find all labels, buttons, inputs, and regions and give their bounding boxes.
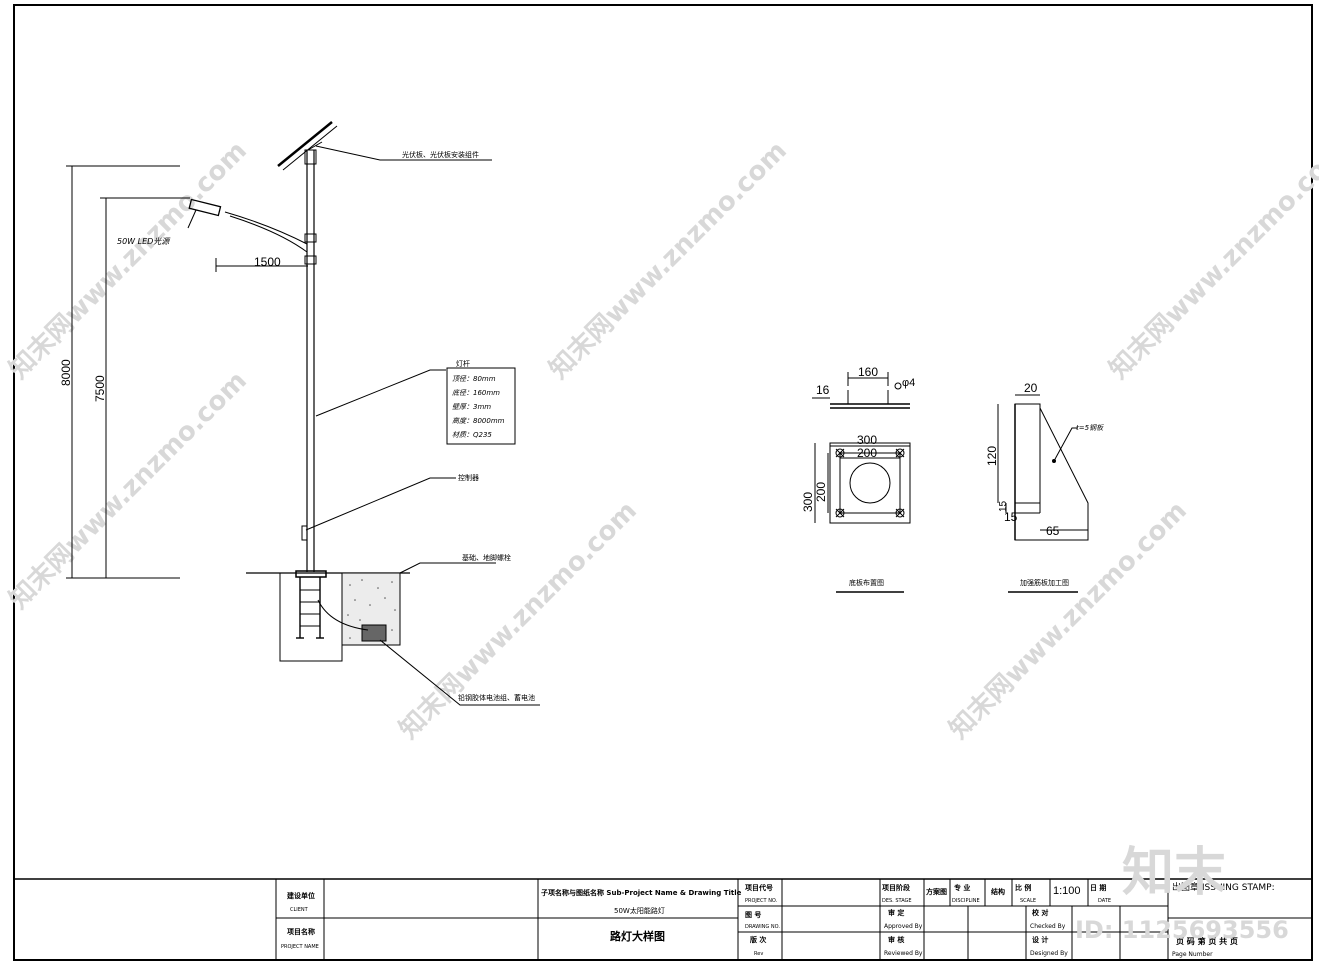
designed-label-en: Designed By [1030,950,1068,957]
approved-label-en: Approved By [884,923,923,930]
project-no-label-en: PROJECT NO. [745,898,778,904]
stage-label: 项目阶段 [882,883,910,892]
pole-spec-line: 底径：160mm [452,389,500,397]
sheet-frame [13,4,1313,961]
pole-spec-line: 材质：Q235 [452,431,492,439]
subproject-name: 50W太阳能路灯 [614,906,665,915]
dim-phi: φ4 [902,377,915,389]
project-no-label: 项目代号 [745,883,773,892]
reviewed-label-en: Reviewed By [884,950,923,957]
stage-label-en: DES. STAGE [882,898,912,904]
dim-65: 65 [1046,524,1060,538]
pole-spec-line: 高度：8000mm [452,417,505,425]
dim-300-horizontal: 300 [857,433,877,447]
rib-plate-note: t=5钢板 [1076,424,1104,432]
dim-160: 160 [858,365,878,379]
pole-elevation [66,121,540,706]
subproject-header: 子项名称与图纸名称 Sub-Project Name & Drawing Tit… [541,888,742,897]
pole-spec-line: 顶径：80mm [452,375,496,383]
client-label-en: CLIENT [290,907,309,913]
page-number-label-en: Page Number [1172,951,1213,958]
page-number-label: 页 码 第 页 共 页 [1176,936,1238,946]
base-plate-plan [812,372,911,593]
date-label: 日 期 [1090,883,1106,892]
rev-label: 版 次 [750,935,766,944]
controller-label: 控制器 [458,473,479,482]
rib-plate-labels: 20 120 15 15 65 t=5钢板 加强筋板加工图 [985,381,1104,587]
total-height-dimension: 8000 [59,359,73,386]
discipline-label-en: DISCIPLINE [952,898,980,904]
stage-value: 方案图 [926,887,947,896]
client-label: 建设单位 [287,891,315,900]
scale-label-en: SCALE [1020,898,1036,904]
solar-label: 光伏板、光伏板安装组件 [402,150,479,159]
pole-height-dimension: 7500 [93,375,107,402]
drawing-no-label-en: DRAWING NO. [745,924,780,930]
rib-plate-caption: 加强筋板加工图 [1020,578,1069,587]
discipline-value: 结构 [990,887,1005,896]
issuing-stamp: 出图章 ISSUING STAMP: [1172,881,1275,893]
drawing-title: 路灯大样图 [610,929,665,943]
checked-label-en: Checked By [1030,923,1066,930]
pole-spec-line: 壁厚：3mm [452,403,491,411]
watermark-text: 知末网www.znzmo.com [394,496,643,745]
brand-logo: 知末 [1122,843,1226,903]
dim-200-vertical: 200 [814,482,828,502]
pole-labels: 50W LED光源 1500 8000 7500 光伏板、光伏板安装组件 灯杆 … [59,150,535,702]
watermark-text: 知末网www.znzmo.com [1104,136,1319,385]
dim-16: 16 [816,383,830,397]
rib-plate-detail [997,394,1089,593]
dim-20: 20 [1024,381,1038,395]
stipple [347,579,396,639]
title-block [13,878,1313,961]
dim-15-b: 15 [1004,510,1018,524]
scale-label: 比 例 [1015,883,1031,892]
watermark-text: 知末网www.znzmo.com [4,136,253,385]
arm-dimension: 1500 [254,255,281,269]
pole-label: 灯杆 [456,359,470,368]
checked-label: 校 对 [1032,908,1048,917]
dim-200-horizontal: 200 [857,446,877,460]
watermark-text: 知末网www.znzmo.com [944,496,1193,745]
reviewed-label: 审 核 [888,935,904,944]
lamp-label: 50W LED光源 [117,237,171,246]
discipline-label: 专 业 [954,883,970,892]
base-plan-caption: 底板布置图 [849,578,884,587]
rev-label-en: Rev [754,951,763,957]
base-plate-labels: 160 16 φ4 300 200 300 200 底板布置图 [801,365,915,587]
battery-label: 铅钢胶体电池组、蓄电池 [458,693,535,702]
watermark-id: ID: 1125693556 [1075,916,1289,944]
project-label: 项目名称 [287,927,315,936]
watermarks: 知末网www.znzmo.com 知末网www.znzmo.com 知末网www… [4,136,1319,745]
project-label-en: PROJECT NAME [281,944,319,950]
drawing-no-label: 图 号 [745,910,761,919]
watermark-text: 知末网www.znzmo.com [544,136,793,385]
scale-value: 1:100 [1053,885,1081,897]
title-block-text: 建设单位 CLIENT 项目名称 PROJECT NAME 子项名称与图纸名称 … [281,881,1275,958]
brand-watermark: 知末 ID: 1125693556 [1075,843,1289,944]
dim-15-a: 15 [998,500,1009,512]
dim-300-vertical: 300 [801,492,815,512]
approved-label: 审 定 [888,908,904,917]
foundation-label: 基础、地脚螺栓 [462,553,511,562]
dim-120: 120 [985,446,999,466]
designed-label: 设 计 [1032,935,1048,944]
date-label-en: DATE [1098,898,1111,904]
